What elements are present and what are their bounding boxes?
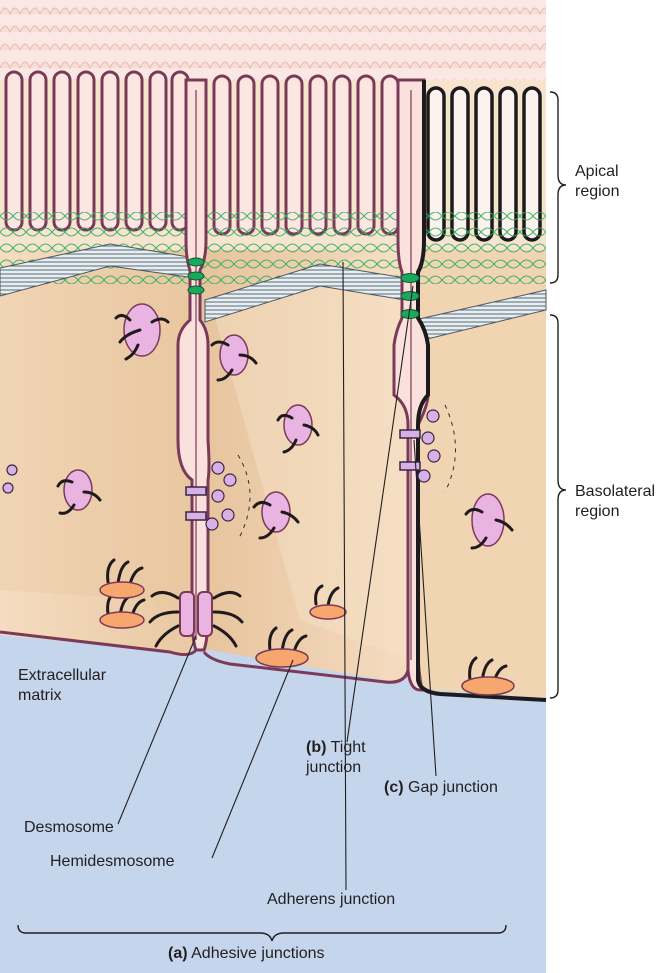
apical-label-line1: Apical [575,162,619,182]
tight-junction-right [401,274,419,319]
adhesive-junctions-label: (a) Adhesive junctions [168,944,325,964]
tight-junction-line2: junction [306,758,366,778]
tight-junction-line1: Tight [331,739,366,756]
hemidesmosome-label: Hemidesmosome [50,852,174,872]
ecm-label-line1: Extracellular [18,666,106,686]
adhesive-junctions-text: Adhesive junctions [191,945,324,962]
apical-label-line2: region [575,182,619,202]
tight-junction-label: (b) Tight junction [306,738,366,778]
tight-junction-prefix: (b) [306,739,326,756]
gap-junction-label: (c) Gap junction [384,778,498,798]
basolateral-label-line1: Basolateral [575,482,655,502]
adhesive-junctions-prefix: (a) [168,945,188,962]
ecm-label-line2: matrix [18,686,106,706]
basolateral-region-bracket [550,315,566,698]
gap-junction-text: Gap junction [408,779,498,796]
desmosome-label: Desmosome [24,818,114,838]
extracellular-matrix-label: Extracellular matrix [18,666,106,706]
basolateral-region-label: Basolateral region [575,482,655,522]
gap-junction-prefix: (c) [384,779,404,796]
tight-junction-left [188,258,204,294]
basolateral-label-line2: region [575,502,655,522]
adherens-junction-label: Adherens junction [267,890,395,910]
apical-region-bracket [550,92,566,283]
apical-region-label: Apical region [575,162,619,202]
